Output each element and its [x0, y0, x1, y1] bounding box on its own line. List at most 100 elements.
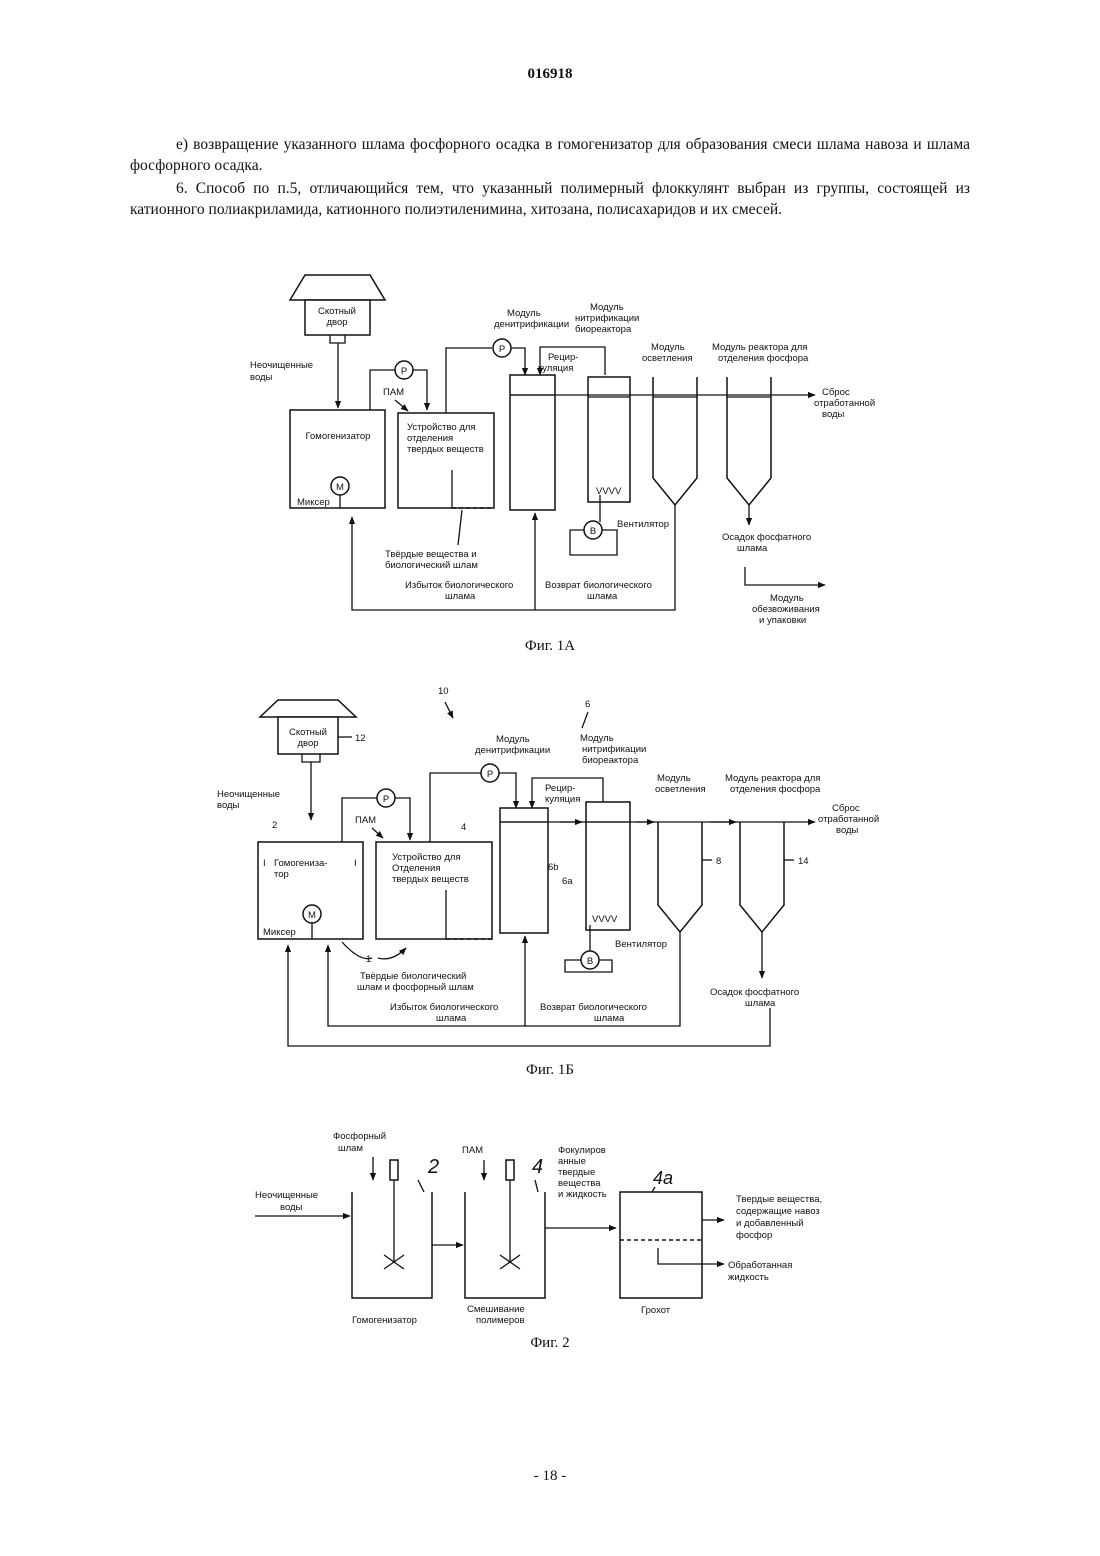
phosphorus-reactor-tank: Модуль реактора для отделения фосфора	[712, 342, 809, 505]
return-sludge-label-2: шлама	[587, 591, 618, 602]
figure-1b-caption: Фиг. 1Б	[0, 1062, 1100, 1079]
phosphate-sludge-label-2: шлама	[745, 998, 776, 1009]
svg-text:I: I	[354, 858, 357, 869]
svg-text:Модуль: Модуль	[507, 308, 541, 319]
clarifier-tank: Модуль осветления 8	[655, 773, 721, 932]
barn-box: Скотный двор	[260, 700, 356, 762]
svg-text:биореактора: биореактора	[582, 755, 639, 766]
svg-text:6a: 6a	[562, 876, 573, 887]
flocculated-label-4: вещества	[558, 1178, 601, 1189]
svg-text:Гомогениза-: Гомогениза-	[274, 858, 328, 869]
flocculated-label: Фокулиров	[558, 1145, 606, 1156]
polymer-mixing-label: Смешивание	[467, 1304, 525, 1315]
ref-6-label: 6	[585, 699, 590, 710]
return-sludge-label-2: шлама	[594, 1013, 625, 1024]
dewatering-label-2: обезвоживания	[752, 604, 820, 615]
excess-sludge-label: Избыток биологического	[390, 1002, 498, 1013]
svg-text:осветления: осветления	[642, 353, 693, 364]
recirculation-label-2: куляция	[538, 363, 573, 374]
svg-text:4: 4	[532, 1156, 543, 1178]
svg-text:отделения: отделения	[407, 433, 453, 444]
phosphate-sludge-label: Осадок фосфатного	[710, 987, 799, 998]
pump-label: P	[383, 794, 389, 805]
homogenizer-label: Гомогенизатор	[352, 1315, 417, 1325]
ref-1-label: 1	[366, 954, 371, 965]
svg-text:осветления: осветления	[655, 784, 706, 795]
pump-label: P	[401, 366, 407, 377]
svg-text:M: M	[336, 482, 344, 493]
discharge-label: Сброс	[832, 803, 860, 814]
screen-label: Грохот	[641, 1305, 671, 1316]
phosphate-sludge-label-2: шлама	[737, 543, 768, 554]
svg-text:VVVV: VVVV	[592, 914, 618, 925]
document-number: 016918	[0, 66, 1100, 83]
svg-text:I: I	[263, 858, 266, 869]
svg-text:M: M	[308, 910, 316, 921]
recirculation-label: Рецир-	[545, 783, 575, 794]
blower-label: B	[590, 526, 596, 537]
figure-1a-caption: Фиг. 1А	[0, 638, 1100, 655]
ref-2-label: 2	[272, 820, 277, 831]
flocculated-label-5: и жидкость	[558, 1189, 607, 1200]
nitrification-tank: Модуль нитрификации биореактора VVVV	[575, 302, 639, 502]
solids-separator-box: Устройство для отделения твердых веществ	[398, 413, 494, 508]
solids-out-label-2: содержащие навоз	[736, 1206, 820, 1217]
svg-text:Миксер: Миксер	[263, 927, 296, 938]
figure-1b-diagram: 10 Скотный двор 12 Неочищенные воды 2 I …	[0, 680, 1100, 1060]
raw-water-label-2: воды	[250, 372, 273, 383]
svg-text:4a: 4a	[653, 1168, 673, 1188]
denitrification-tank: Модуль денитрификации	[494, 308, 569, 510]
svg-text:Модуль: Модуль	[496, 734, 530, 745]
svg-text:двор: двор	[297, 738, 318, 749]
svg-text:отделения фосфора: отделения фосфора	[718, 353, 809, 364]
svg-text:Устройство для: Устройство для	[392, 852, 461, 863]
pump-2-label: P	[499, 344, 505, 355]
discharge-label-2: отработанной	[814, 398, 875, 409]
svg-text:отделения фосфора: отделения фосфора	[730, 784, 821, 795]
discharge-label-2: отработанной	[818, 814, 879, 825]
excess-sludge-label-2: шлама	[445, 591, 476, 602]
svg-text:тор: тор	[274, 869, 289, 880]
return-sludge-label: Возврат биологического	[545, 580, 652, 591]
svg-text:Миксер: Миксер	[297, 497, 330, 508]
phosphate-sludge-label: Осадок фосфатного	[722, 532, 811, 543]
svg-text:Модуль: Модуль	[651, 342, 685, 353]
figure-2-caption: Фиг. 2	[0, 1335, 1100, 1352]
solids-separator-box: Устройство для Отделения твердых веществ	[376, 842, 492, 939]
svg-text:твердых веществ: твердых веществ	[407, 444, 484, 455]
phosphorus-sludge-label-2: шлам	[338, 1143, 363, 1154]
solids-output-label-2: шлам и фосфорный шлам	[357, 982, 474, 993]
homogenizer-box: I I Гомогениза- тор M Миксер	[258, 842, 363, 939]
clarifier-tank: Модуль осветления	[642, 342, 697, 505]
raw-water-label: Неочищенные	[250, 360, 313, 371]
homogenizer-vessel: 2	[352, 1156, 439, 1298]
svg-text:денитрификации: денитрификации	[494, 319, 569, 330]
polymer-mixing-vessel: 4	[465, 1156, 545, 1298]
pam-label: ПАМ	[383, 387, 404, 398]
excess-sludge-label: Избыток биологического	[405, 580, 513, 591]
ref-10-label: 10	[438, 686, 449, 697]
svg-text:Модуль реактора для: Модуль реактора для	[725, 773, 820, 784]
svg-text:Скотный: Скотный	[318, 306, 356, 317]
svg-text:твердых веществ: твердых веществ	[392, 874, 469, 885]
phosphorus-reactor-tank: Модуль реактора для отделения фосфора 14	[725, 773, 821, 932]
phosphorus-sludge-label: Фосфорный	[333, 1131, 386, 1142]
solids-output-label-2: биологический шлам	[385, 560, 478, 571]
svg-text:Модуль реактора для: Модуль реактора для	[712, 342, 807, 353]
pam-label: ПАМ	[355, 815, 376, 826]
solids-out-label: Твердые вещества,	[736, 1194, 822, 1205]
flocculated-label-3: твердые	[558, 1167, 595, 1178]
claim-paragraph-6: 6. Способ по п.5, отличающийся тем, что …	[130, 178, 970, 220]
svg-text:Гомогенизатор: Гомогенизатор	[306, 431, 371, 442]
nitrification-tank: Модуль нитрификации биореактора 6a VVVV	[562, 733, 646, 930]
solids-out-label-3: и добавленный	[736, 1218, 804, 1229]
svg-text:Отделения: Отделения	[392, 863, 440, 874]
raw-water-label: Неочищенные	[217, 789, 280, 800]
svg-text:денитрификации: денитрификации	[475, 745, 550, 756]
svg-text:биореактора: биореактора	[575, 324, 632, 335]
flocculated-label-2: анные	[558, 1156, 586, 1167]
homogenizer-box: Гомогенизатор M Миксер	[290, 410, 385, 508]
recirculation-label: Рецир-	[548, 352, 578, 363]
barn-box: Скотный двор	[290, 275, 385, 343]
ref-4-label: 4	[461, 822, 466, 833]
